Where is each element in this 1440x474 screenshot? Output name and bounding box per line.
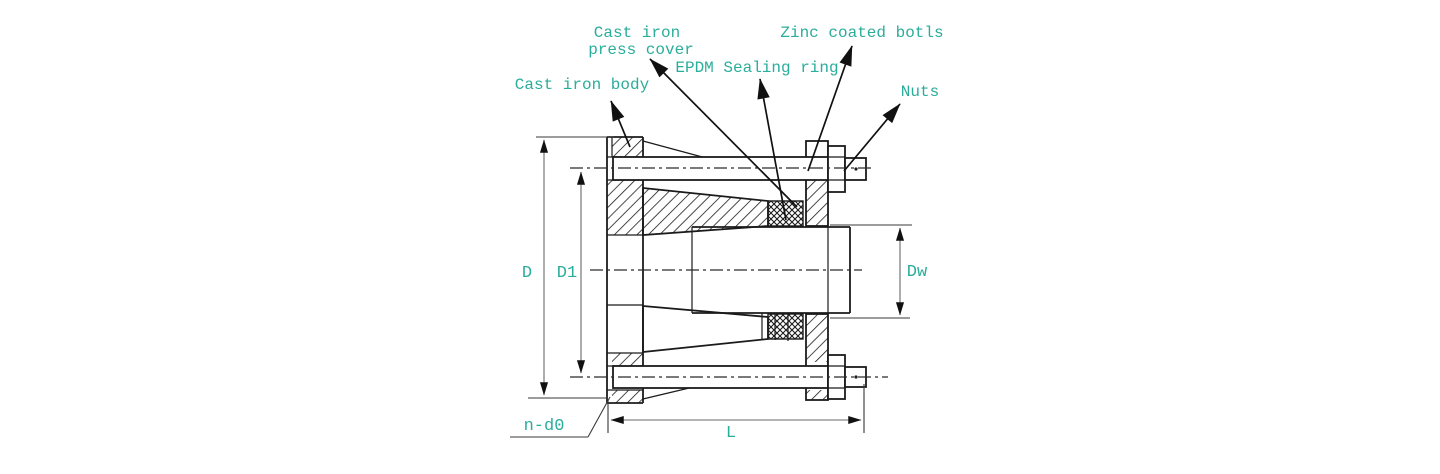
label-zinc-coated-bolts: Zinc coated botls — [780, 24, 943, 42]
dim-D1-label: D1 — [557, 264, 577, 283]
leader-zinc-bolts — [807, 45, 853, 172]
top-bolt-assembly — [612, 145, 867, 193]
leader-nuts — [843, 103, 901, 172]
dimension-D1: D1 — [557, 171, 586, 374]
top-hub-chamfer — [642, 140, 707, 159]
dim-D-label: D — [522, 264, 532, 283]
dim-nd0-leader — [587, 396, 611, 438]
press-cover-top-hatch — [806, 180, 828, 226]
leader-lines — [610, 45, 901, 221]
dim-L-label: L — [726, 424, 736, 443]
press-cover-lower-hatch — [806, 314, 828, 362]
label-press-cover-line1: Cast iron — [594, 24, 680, 42]
dimension-D: D — [522, 136, 614, 399]
leader-press-cover — [649, 58, 798, 208]
flange-top-hatch — [612, 137, 643, 157]
dim-Dw-label: Dw — [907, 263, 928, 282]
dim-nd0-label: n-d0 — [524, 417, 565, 436]
body-top-cone-wall — [642, 187, 769, 236]
press-cover-bottom-hatch — [806, 390, 828, 400]
label-nuts: Nuts — [901, 83, 939, 101]
centerlines — [570, 167, 888, 378]
dimension-Dw: Dw — [830, 224, 928, 319]
epdm-seal-bottom — [767, 313, 804, 340]
top-nut — [827, 145, 846, 193]
flange-lower-hatch — [612, 353, 643, 366]
label-cast-iron-body: Cast iron body — [515, 76, 650, 94]
top-bolt-center-mark — [854, 167, 858, 171]
part-labels: Cast iron press cover Zinc coated botls … — [515, 24, 944, 101]
label-epdm-sealing-ring: EPDM Sealing ring — [675, 59, 838, 77]
dimension-L: L — [607, 384, 865, 443]
leader-cast-iron-body — [610, 100, 631, 148]
leader-epdm-seal — [757, 78, 787, 221]
dimension-n-d0: n-d0 — [510, 396, 611, 438]
label-press-cover-line2: press cover — [588, 41, 694, 59]
flange-upper-web-hatch — [607, 180, 643, 235]
flange-bottom-hatch — [612, 390, 643, 403]
bottom-bolt-center-mark — [854, 375, 858, 379]
